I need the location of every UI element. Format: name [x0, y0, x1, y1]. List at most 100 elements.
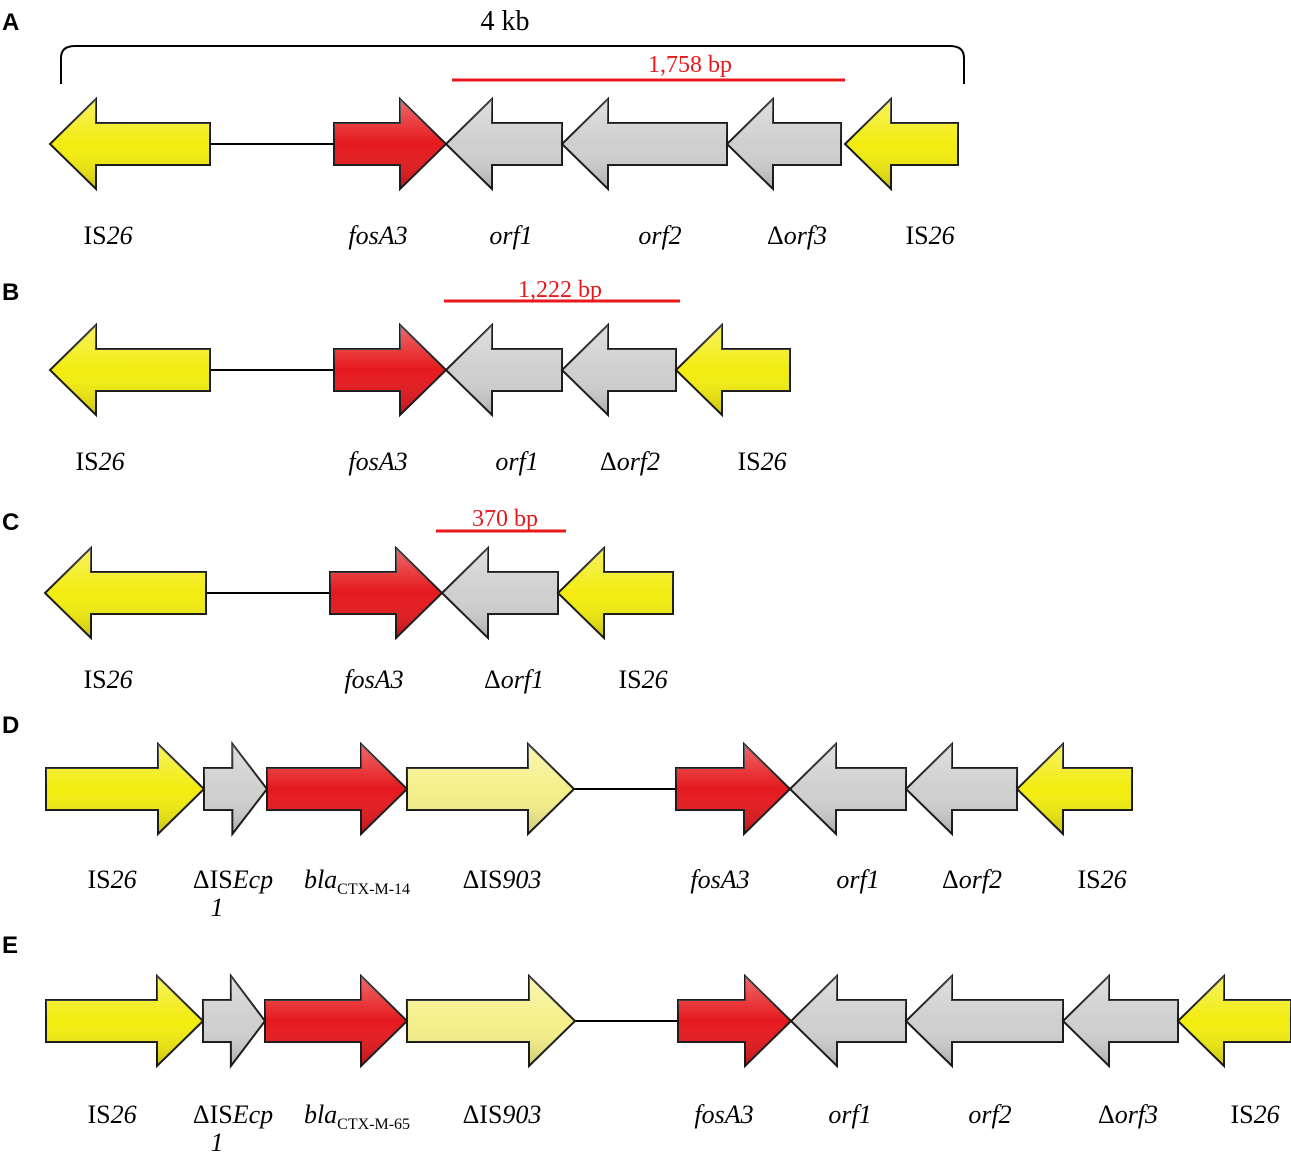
- panel-letter: E: [2, 932, 18, 959]
- gene-label-part: CTX-M-65: [337, 1116, 410, 1133]
- gene-label: IS26: [87, 1100, 136, 1129]
- gene-label-part: Ecp: [232, 1100, 273, 1129]
- gene-label: fosA3: [348, 221, 407, 250]
- gene-label-part: IS: [905, 221, 928, 250]
- gene-label-part: ΔIS: [463, 865, 503, 894]
- gene-label-part: 26: [929, 221, 955, 250]
- orf2-arrow-shading: [562, 99, 727, 189]
- scale-label: 4 kb: [481, 6, 530, 37]
- gene-label-part: Δ: [1098, 1100, 1115, 1129]
- gene-label: IS26: [83, 665, 132, 694]
- gene-label: Δorf2: [942, 865, 1002, 894]
- gene-label: fosA3: [348, 447, 407, 476]
- gene-label-part: orf1: [836, 865, 879, 894]
- is26-arrow-shading: [1017, 744, 1132, 834]
- delta-orf3-arrow-shading: [1063, 976, 1178, 1066]
- gene-label-part: ΔIS: [193, 865, 233, 894]
- gene-label: orf2: [638, 221, 681, 250]
- gene-label: ΔISEcp: [193, 865, 273, 894]
- gene-label-line2: 1: [211, 893, 224, 922]
- gene-label-part: Δ: [484, 665, 501, 694]
- gene-label-part: fosA3: [694, 1100, 753, 1129]
- gene-label-part: orf3: [1115, 1100, 1158, 1129]
- panel-c: C 370 bp IS26 fosA3 Δorf1 IS26: [2, 506, 674, 694]
- fosa3-arrow-shading: [330, 548, 442, 638]
- is26-arrow-shading: [558, 548, 673, 638]
- gene-label: blaCTX-M-14: [304, 865, 410, 898]
- gene-label-part: orf1: [828, 1100, 871, 1129]
- gene-label-part: orf2: [617, 447, 660, 476]
- gene-label-part: CTX-M-14: [337, 881, 410, 898]
- measure-label: 1,758 bp: [648, 52, 732, 78]
- gene-label-part: 26: [107, 665, 133, 694]
- is26-arrow-shading: [1178, 976, 1291, 1066]
- delta-orf2-arrow-shading: [906, 744, 1017, 834]
- gene-label-part: IS: [1077, 865, 1100, 894]
- gene-label: fosA3: [694, 1100, 753, 1129]
- gene-label-part: 26: [111, 865, 137, 894]
- gene-label-part: ΔIS: [463, 1100, 503, 1129]
- gene-label: orf1: [828, 1100, 871, 1129]
- is26-arrow-shading: [46, 976, 203, 1066]
- gene-label-part: orf3: [784, 221, 827, 250]
- fosa3-arrow-shading: [334, 325, 446, 415]
- panel-letter: D: [2, 712, 19, 739]
- gene-label: Δorf1: [484, 665, 544, 694]
- gene-label: IS26: [905, 221, 954, 250]
- gene-label-part: orf1: [489, 221, 532, 250]
- gene-label: orf2: [968, 1100, 1011, 1129]
- delta-isecp-arrow-shading: [203, 976, 265, 1066]
- gene-label-part: fosA3: [344, 665, 403, 694]
- gene-label-part: Δ: [942, 865, 959, 894]
- panel-letter: C: [2, 509, 19, 536]
- orf2-arrow-shading: [906, 976, 1063, 1066]
- gene-label-part: fosA3: [690, 865, 749, 894]
- gene-label-part: orf1: [501, 665, 544, 694]
- is26-arrow-shading: [50, 325, 210, 415]
- gene-label: ΔIS903: [463, 1100, 542, 1129]
- orf1-arrow-shading: [446, 325, 562, 415]
- measure-label: 1,222 bp: [518, 277, 602, 303]
- is26-arrow-shading: [676, 325, 790, 415]
- gene-label: fosA3: [690, 865, 749, 894]
- panel-letter: A: [2, 9, 19, 36]
- gene-label: IS26: [83, 221, 132, 250]
- gene-label-part: Δ: [600, 447, 617, 476]
- gene-label: orf1: [836, 865, 879, 894]
- blactx-m-14-arrow-shading: [267, 744, 407, 834]
- gene-label-part: orf2: [959, 865, 1002, 894]
- gene-label-part: Ecp: [232, 865, 273, 894]
- is26-arrow-shading: [45, 548, 206, 638]
- gene-label: Δorf2: [600, 447, 660, 476]
- measure-label: 370 bp: [472, 506, 538, 532]
- gene-label: Δorf3: [1098, 1100, 1158, 1129]
- gene-label-part: IS: [737, 447, 760, 476]
- gene-label: IS26: [737, 447, 786, 476]
- delta-is903-arrow-shading: [407, 976, 575, 1066]
- gene-label: IS26: [1077, 865, 1126, 894]
- gene-label-part: 26: [111, 1100, 137, 1129]
- gene-label-part: fosA3: [348, 221, 407, 250]
- gene-label-part: IS: [75, 447, 98, 476]
- gene-label-part: 26: [1254, 1100, 1280, 1129]
- delta-orf3-arrow-shading: [727, 99, 841, 189]
- gene-label: IS26: [618, 665, 667, 694]
- orf1-arrow-shading: [790, 744, 906, 834]
- gene-label-part: IS: [83, 221, 106, 250]
- scale-bracket: [60, 45, 965, 84]
- fosa3-arrow-shading: [334, 99, 446, 189]
- gene-label: fosA3: [344, 665, 403, 694]
- gene-label-part: 26: [107, 221, 133, 250]
- gene-label: ΔIS903: [463, 865, 542, 894]
- gene-label: orf1: [495, 447, 538, 476]
- gene-label: orf1: [489, 221, 532, 250]
- gene-label-part: bla: [304, 865, 337, 894]
- orf1-arrow-shading: [446, 99, 562, 189]
- delta-is903-arrow-shading: [407, 744, 574, 834]
- gene-label-part: Δ: [767, 221, 784, 250]
- gene-label-part: IS: [87, 865, 110, 894]
- gene-label-part: 26: [1101, 865, 1127, 894]
